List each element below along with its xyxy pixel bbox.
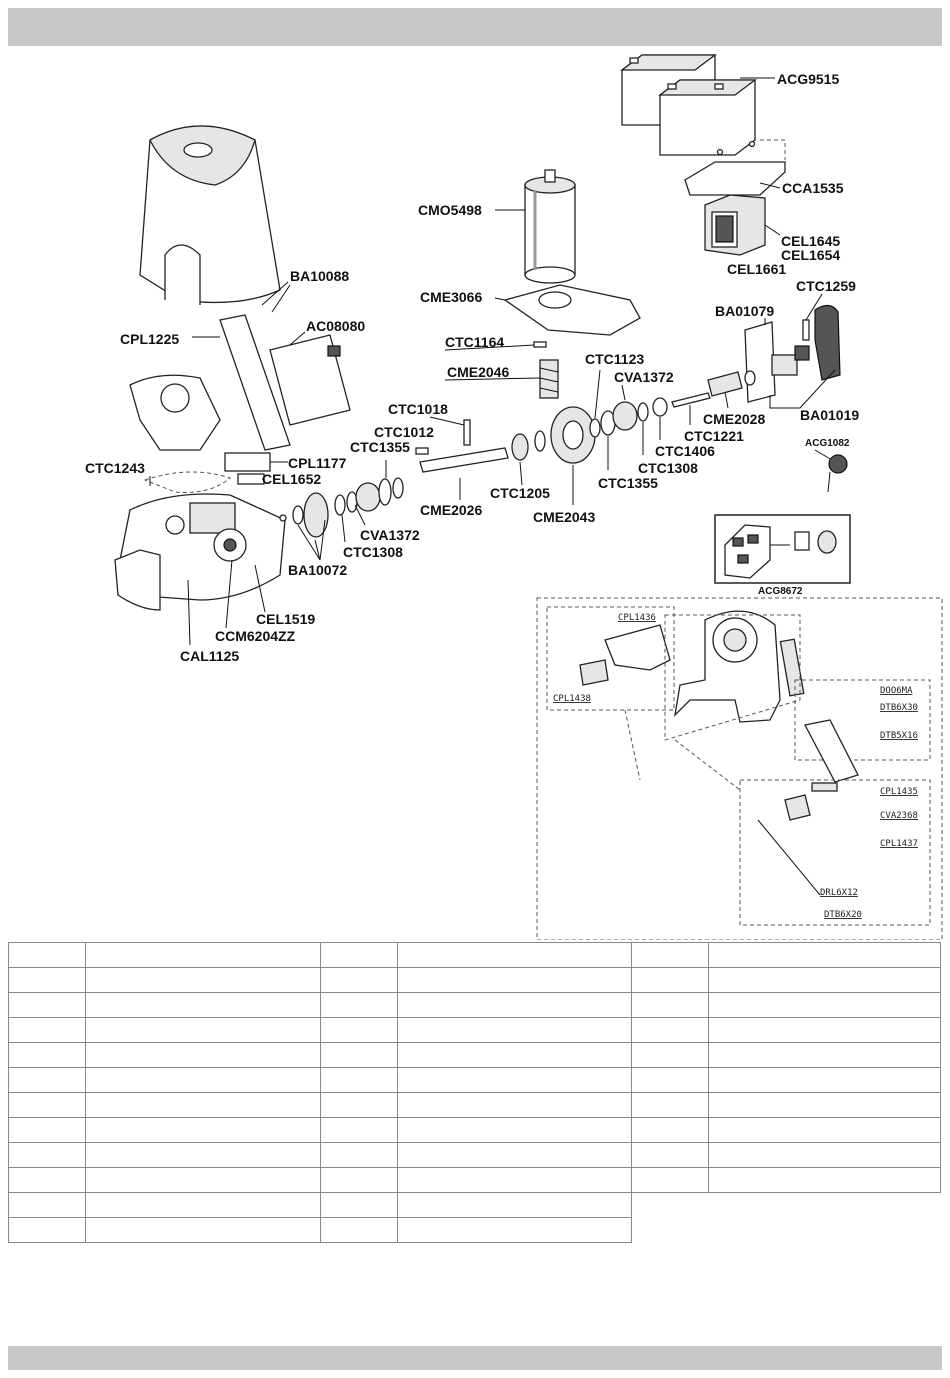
label-DRL6X12: DRL6X12 — [820, 888, 858, 898]
battery-tray — [684, 161, 786, 196]
label-CTC1259: CTC1259 — [796, 278, 856, 294]
key-CTC1018 — [463, 419, 471, 446]
label-CAL1125: CAL1125 — [180, 648, 239, 664]
label-CPL1177: CPL1177 — [288, 455, 347, 471]
label-CTC1012: CTC1012 — [374, 424, 434, 440]
label-CVA1372-right: CVA1372 — [614, 369, 674, 385]
connector-CPL1177 — [224, 452, 271, 472]
exploded-parts-diagram: ACG9515 CCA1535 CEL1645 CEL1654 CEL1661 … — [85, 54, 943, 940]
label-CME2026: CME2026 — [420, 502, 482, 518]
footer-bar — [8, 1346, 942, 1370]
cover — [139, 125, 281, 305]
inset-part-cpl1437 — [784, 794, 811, 821]
label-DTB5X16: DTB5X16 — [880, 731, 918, 741]
table-row — [8, 992, 941, 1018]
inset-part-cpl1438 — [579, 659, 609, 686]
release-handle-assembly — [744, 304, 841, 403]
table-row — [8, 1217, 941, 1243]
label-CEL1519: CEL1519 — [256, 611, 315, 627]
motor — [524, 169, 576, 284]
base-housing — [114, 493, 286, 611]
label-CME3066: CME3066 — [420, 289, 482, 305]
label-CTC1355-left: CTC1355 — [350, 439, 410, 455]
label-CPL1225: CPL1225 — [120, 331, 179, 347]
label-DTB6X30: DTB6X30 — [880, 703, 918, 713]
label-CEL1652: CEL1652 — [262, 471, 321, 487]
label-CME2046: CME2046 — [447, 364, 509, 380]
table-row — [8, 942, 941, 968]
label-CTC1164: CTC1164 — [445, 334, 504, 350]
label-ACG1082: ACG1082 — [805, 438, 850, 449]
label-DOO6MA: DOO6MA — [880, 686, 913, 696]
label-CEL1661: CEL1661 — [727, 261, 786, 277]
label-ACG9515: ACG9515 — [777, 71, 839, 87]
table-row — [8, 967, 941, 993]
label-BA01079: BA01079 — [715, 303, 774, 319]
label-CPL1435: CPL1435 — [880, 787, 918, 797]
label-DTB6X20: DTB6X20 — [824, 910, 862, 920]
label-CCA1535: CCA1535 — [782, 180, 844, 196]
label-CTC1221: CTC1221 — [684, 428, 744, 444]
label-CPL1438: CPL1438 — [553, 694, 591, 704]
label-CPL1437: CPL1437 — [880, 839, 918, 849]
label-CVA2368: CVA2368 — [880, 811, 918, 821]
table-row — [8, 1192, 941, 1218]
label-CME2043: CME2043 — [533, 509, 595, 525]
battery-front — [658, 79, 757, 156]
release-rod — [671, 392, 711, 408]
key-CTC1164 — [533, 341, 547, 348]
connector-CEL1652 — [237, 473, 265, 485]
table-row — [8, 1167, 941, 1193]
label-BA10088: BA10088 — [290, 268, 349, 284]
inset-part-cpl1436 — [604, 624, 671, 671]
gasket — [143, 471, 232, 493]
label-CVA1372-left: CVA1372 — [360, 527, 420, 543]
label-ACG8672: ACG8672 — [758, 586, 803, 597]
table-row — [8, 1142, 941, 1168]
main-shaft — [419, 447, 509, 473]
control-board — [269, 334, 351, 426]
label-CPL1436: CPL1436 — [618, 613, 656, 623]
label-BA10072: BA10072 — [288, 562, 347, 578]
label-CEL1645: CEL1645 — [781, 233, 840, 249]
table-row — [8, 1017, 941, 1043]
inset-frame — [536, 597, 943, 940]
inset-part-cva2368 — [811, 782, 838, 792]
transformer — [704, 194, 766, 256]
left-shaft-stack — [279, 477, 404, 538]
label-CTC1243: CTC1243 — [85, 460, 145, 476]
board-bracket — [219, 314, 291, 451]
label-CEL1654: CEL1654 — [781, 247, 840, 263]
right-shaft-stack — [511, 397, 668, 464]
label-CME2028: CME2028 — [703, 411, 765, 427]
key-fob — [828, 454, 848, 474]
header-bar — [8, 8, 942, 46]
parts-table — [8, 942, 941, 1243]
label-CTC1308-right: CTC1308 — [638, 460, 698, 476]
label-CTC1123: CTC1123 — [585, 351, 644, 367]
label-CTC1205: CTC1205 — [490, 485, 550, 501]
table-row — [8, 1067, 941, 1093]
motor-plate — [503, 284, 641, 336]
release-sleeve — [707, 371, 743, 397]
label-BA01019: BA01019 — [800, 407, 859, 423]
key-CTC1012 — [415, 447, 429, 455]
worm-CME2046 — [539, 359, 559, 399]
inset-part-cpl1435 — [804, 719, 859, 783]
table-row — [8, 1092, 941, 1118]
label-CCM6204ZZ: CCM6204ZZ — [215, 628, 296, 644]
label-CTC1355-right: CTC1355 — [598, 475, 658, 491]
table-row — [8, 1042, 941, 1068]
label-AC08080: AC08080 — [306, 318, 365, 334]
label-CTC1406: CTC1406 — [655, 443, 715, 459]
table-row — [8, 1117, 941, 1143]
label-CMO5498: CMO5498 — [418, 202, 482, 218]
label-CTC1018: CTC1018 — [388, 401, 448, 417]
inset-housing — [674, 610, 805, 723]
label-CTC1308-left: CTC1308 — [343, 544, 403, 560]
